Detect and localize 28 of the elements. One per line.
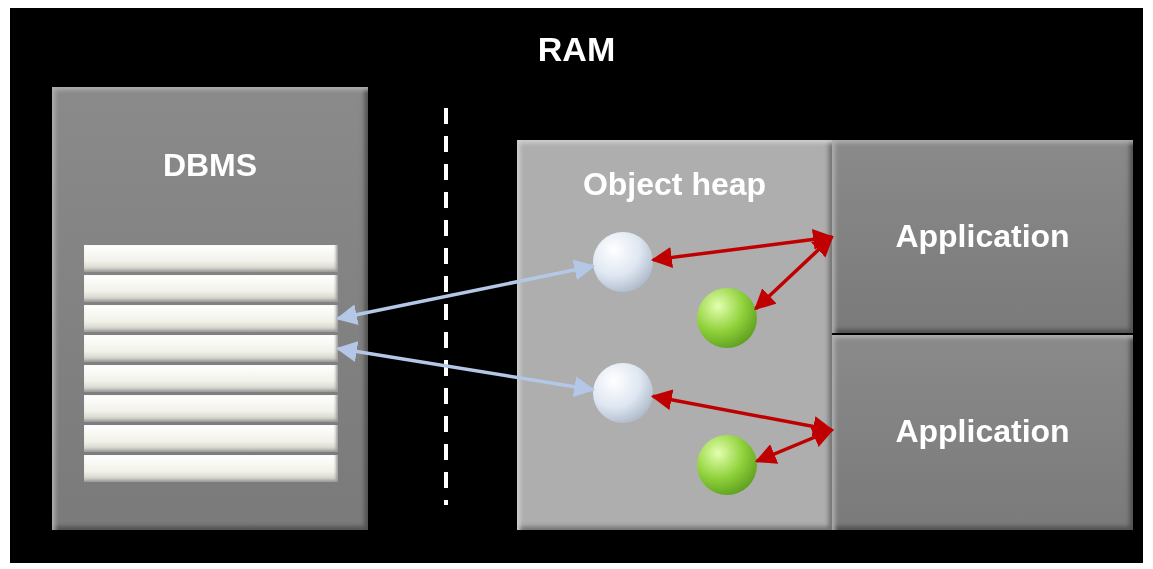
table-row bbox=[84, 455, 338, 482]
memory-title: RAM bbox=[536, 30, 617, 69]
double-arrow bbox=[335, 341, 596, 398]
double-arrow bbox=[650, 389, 835, 437]
object-sphere bbox=[697, 288, 757, 348]
table-row bbox=[84, 275, 338, 302]
process-box bbox=[52, 87, 368, 530]
table-row bbox=[84, 335, 338, 362]
table-row bbox=[84, 395, 338, 422]
table-row bbox=[84, 365, 338, 392]
table-row bbox=[84, 425, 338, 452]
object-sphere bbox=[593, 363, 653, 423]
double-arrow bbox=[754, 235, 834, 311]
box-title: DBMS bbox=[161, 147, 259, 184]
box-title: Application bbox=[894, 218, 1071, 255]
box-title: Object heap bbox=[581, 166, 768, 203]
box-title: Application bbox=[894, 413, 1071, 450]
double-arrow bbox=[650, 229, 835, 268]
object-sphere bbox=[697, 435, 757, 495]
table-row bbox=[84, 245, 338, 272]
object-sphere bbox=[593, 232, 653, 292]
process-box bbox=[832, 140, 1133, 333]
heap-box bbox=[517, 140, 832, 530]
process-box bbox=[832, 335, 1133, 530]
double-arrow bbox=[754, 427, 834, 464]
double-arrow bbox=[335, 259, 596, 325]
table-row bbox=[84, 305, 338, 332]
memory-panel bbox=[10, 8, 1143, 563]
